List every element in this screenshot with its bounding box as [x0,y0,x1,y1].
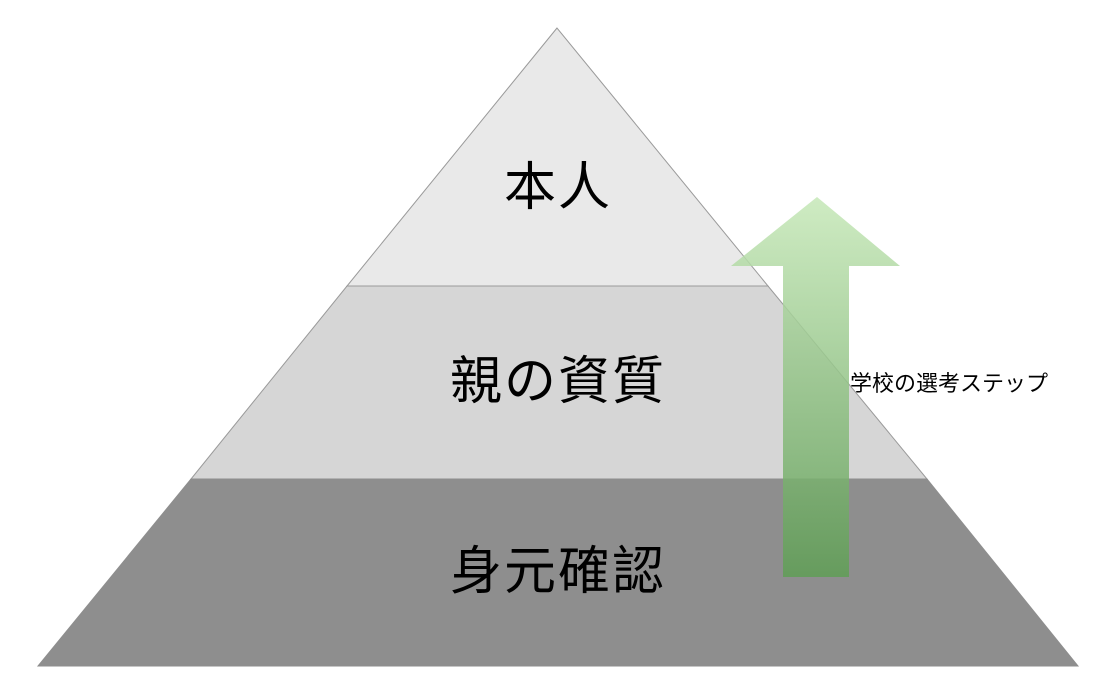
tier-label-top: 本人 [503,158,612,218]
tier-label-middle: 親の資質 [449,352,666,412]
arrow-label: 学校の選考ステップ [850,372,1049,397]
up-arrow-icon [731,197,900,577]
tier-label-bottom: 身元確認 [449,542,666,602]
pyramid-tier-top [345,27,770,287]
